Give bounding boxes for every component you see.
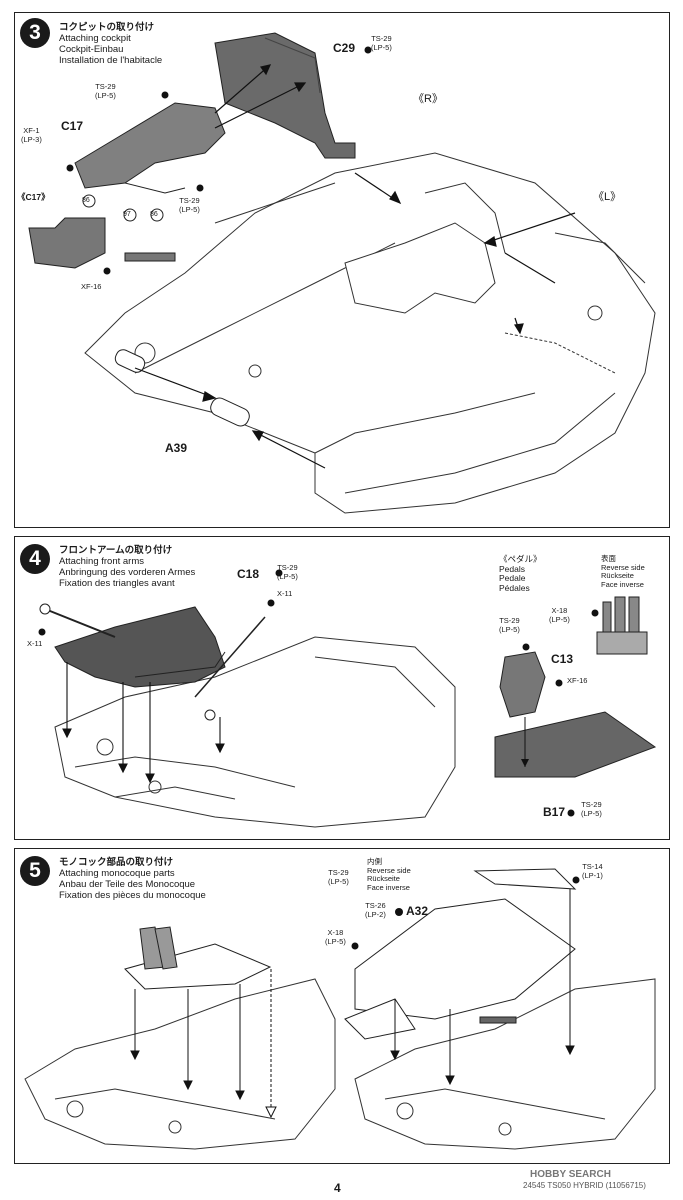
label-ts29-top: TS-29 (LP-5) xyxy=(95,82,116,100)
label-ts29-bottom: TS-29 (LP-5) xyxy=(179,196,200,214)
label-c17-detail: 《C17》 xyxy=(17,192,50,202)
pedal-en: Pedals xyxy=(499,563,525,574)
step-4-illustration xyxy=(38,569,657,828)
inner-fr: Face inverse xyxy=(367,882,410,892)
reverse-de: Rückseite xyxy=(601,571,634,580)
label-x18: X-18 (LP-5) xyxy=(325,928,346,946)
paint-code-alt: (LP-5) xyxy=(179,204,200,214)
step-number: 3 xyxy=(20,18,50,48)
step-5-illustration xyxy=(24,868,656,1150)
label-c13: C13 xyxy=(551,652,574,666)
title-fr: Fixation des triangles avant xyxy=(59,578,175,589)
step-title: モノコック部品の取り付け Attaching monocoque parts A… xyxy=(59,857,206,901)
label-ts26: TS-26 (LP-2) xyxy=(365,901,386,919)
label-r: 《R》 xyxy=(413,93,443,105)
label-b17: B17 xyxy=(543,805,566,819)
title-fr: Fixation des pièces du monocoque xyxy=(59,890,206,901)
label-a39: A39 xyxy=(165,441,188,455)
title-de: Cockpit-Einbau xyxy=(59,44,124,55)
label-xf1: XF-1 (LP-3) xyxy=(21,126,42,144)
label-b17-paint: TS-29 (LP-5) xyxy=(581,800,602,818)
paint-code-alt: (LP-3) xyxy=(21,134,42,144)
paint-code: TS-29 xyxy=(499,616,520,625)
marker-86b: 86 xyxy=(150,211,158,218)
title-de: Anbringung des vorderen Armes xyxy=(59,567,196,578)
label-c29: C29 xyxy=(333,41,356,55)
label-x11-right: X-11 xyxy=(277,589,293,598)
label-xf16: XF-16 xyxy=(81,282,102,291)
pedal-jp: 《ペダル》 xyxy=(499,554,542,564)
step-4-panel: 4 フロントアームの取り付け Attaching front arms Anbr… xyxy=(14,536,670,840)
paint-code-alt: (LP-1) xyxy=(582,870,603,880)
step-title: コクピットの取り付け Attaching cockpit Cockpit-Ein… xyxy=(59,22,162,66)
label-ts14: TS-14 (LP-1) xyxy=(582,862,603,880)
label-x18: X-18 (LP-5) xyxy=(549,606,570,624)
reverse-fr: Face inverse xyxy=(601,579,644,589)
step-5-panel: 5 モノコック部品の取り付け Attaching monocoque parts… xyxy=(14,848,670,1164)
paint-code-alt: (LP-5) xyxy=(499,624,520,634)
pedal-fr: Pédales xyxy=(499,582,530,593)
label-ts29: TS-29 (LP-5) xyxy=(328,868,349,886)
reverse-en: Reverse side xyxy=(601,562,645,572)
paint-code: TS-29 xyxy=(95,82,116,91)
title-jp: フロントアームの取り付け xyxy=(59,545,173,556)
paint-code-alt: (LP-5) xyxy=(581,808,602,818)
paint-code: TS-29 xyxy=(277,563,298,572)
step-3-illustration xyxy=(28,32,656,514)
step-3-panel: 3 コクピットの取り付け Attaching cockpit Cockpit-E… xyxy=(14,12,670,528)
title-jp: コクピットの取り付け xyxy=(59,22,155,33)
marker-97: 97 xyxy=(123,211,131,218)
paint-code-alt: (LP-5) xyxy=(325,936,346,946)
label-xf16: XF-16 xyxy=(567,676,588,685)
title-de: Anbau der Teile des Monocoque xyxy=(59,879,196,890)
paint-code: TS-29 xyxy=(371,34,392,43)
label-c29-paint: TS-29 (LP-5) xyxy=(371,34,392,52)
title-jp: モノコック部品の取り付け xyxy=(59,857,174,868)
paint-code-alt: (LP-5) xyxy=(277,571,298,581)
step-title: フロントアームの取り付け Attaching front arms Anbrin… xyxy=(59,545,195,589)
pedal-de: Pedale xyxy=(499,573,526,583)
pedal-titles: 《ペダル》 Pedals Pedale Pédales xyxy=(499,554,542,593)
paint-code: X-18 xyxy=(327,928,344,937)
inner-de: Rückseite xyxy=(367,874,400,883)
paint-code: TS-29 xyxy=(179,196,200,205)
inner-en: Reverse side xyxy=(367,865,411,875)
paint-code: TS-29 xyxy=(581,800,602,809)
label-ts29-pedal: TS-29 (LP-5) xyxy=(499,616,520,634)
paint-code-alt: (LP-2) xyxy=(365,909,386,919)
paint-code-alt: (LP-5) xyxy=(549,614,570,624)
watermark: HOBBY SEARCH xyxy=(530,1169,611,1180)
paint-code: X-18 xyxy=(551,606,568,615)
reverse-jp: 表面 xyxy=(601,554,616,563)
title-en: Attaching cockpit xyxy=(59,33,131,44)
title-en: Attaching monocoque parts xyxy=(59,868,175,879)
reverse-side-label: 表面 Reverse side Rückseite Face inverse xyxy=(601,554,645,589)
paint-code: XF-1 xyxy=(23,126,40,135)
label-c18: C18 xyxy=(237,567,260,581)
step-number: 5 xyxy=(20,856,50,886)
label-c17: C17 xyxy=(61,119,84,133)
paint-code: TS-14 xyxy=(582,862,603,871)
paint-code-alt: (LP-5) xyxy=(95,90,116,100)
page-number: 4 xyxy=(334,1181,341,1195)
title-fr: Installation de l'habitacle xyxy=(59,55,163,66)
inner-side-label: 内側 Reverse side Rückseite Face inverse xyxy=(367,857,411,892)
label-l: 《L》 xyxy=(593,191,622,203)
inner-jp: 内側 xyxy=(367,857,382,866)
marker-86a: 86 xyxy=(82,197,90,204)
paint-code: TS-29 xyxy=(328,868,349,877)
paint-code: TS-26 xyxy=(365,901,386,910)
paint-code-alt: (LP-5) xyxy=(328,876,349,886)
label-x11-left: X-11 xyxy=(27,639,43,648)
kit-code: 24545 TS050 HYBRID (11056715) xyxy=(523,1181,646,1190)
step-number: 4 xyxy=(20,544,50,574)
paint-code-alt: (LP-5) xyxy=(371,42,392,52)
label-a32: A32 xyxy=(406,904,429,918)
label-c18-paint: TS-29 (LP-5) xyxy=(277,563,298,581)
title-en: Attaching front arms xyxy=(59,556,145,567)
